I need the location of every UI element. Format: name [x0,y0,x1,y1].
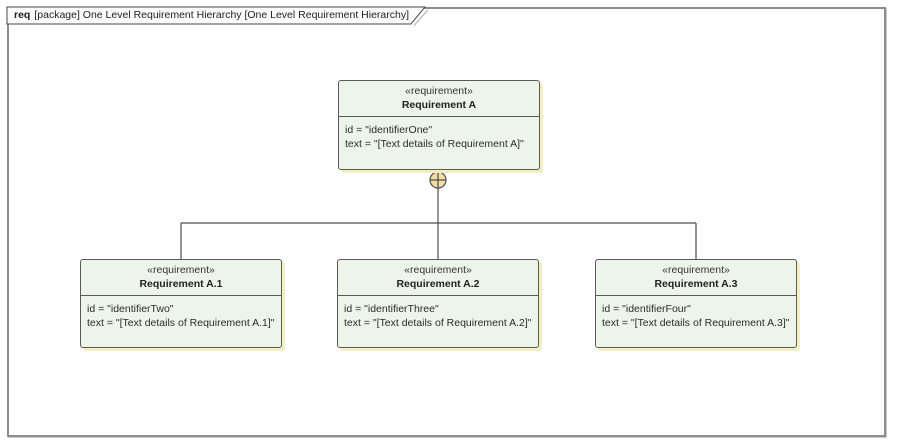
stereotype-label: «requirement» [405,85,473,97]
tab-shadow-line [413,9,429,26]
requirement-a3-node[interactable]: «requirement» Requirement A.3 id = "iden… [595,259,797,348]
node-body: id = "identifierOne" text = "[Text detai… [339,117,539,151]
text-tag: text = "[Text details of Requirement A.1… [87,317,275,329]
node-body: id = "identifierFour" text = "[Text deta… [596,296,796,330]
id-tag: id = "identifierFour" [602,303,691,315]
node-header: «requirement» Requirement A [339,81,539,117]
id-tag: id = "identifierTwo" [87,303,174,315]
text-tag: text = "[Text details of Requirement A.3… [602,317,790,329]
tab-keyword: req [14,9,31,21]
id-tag: id = "identifierThree" [344,303,439,315]
frame-tab-label: req[package] One Level Requirement Hiera… [14,9,409,22]
node-name: Requirement A.1 [139,278,223,290]
text-tag: text = "[Text details of Requirement A.2… [344,317,532,329]
node-header: «requirement» Requirement A.3 [596,260,796,296]
containment-connector[interactable] [180,170,697,259]
diagram-frame [7,7,886,437]
node-name: Requirement A [401,99,477,111]
node-header: «requirement» Requirement A.2 [338,260,538,296]
requirement-a-node[interactable]: «requirement» Requirement A id = "identi… [338,80,540,170]
tab-title: [package] One Level Requirement Hierarch… [34,9,410,21]
node-name: Requirement A.2 [396,278,480,290]
stereotype-label: «requirement» [147,264,215,276]
node-body: id = "identifierTwo" text = "[Text detai… [81,296,281,330]
stereotype-label: «requirement» [404,264,472,276]
stereotype-label: «requirement» [662,264,730,276]
node-body: id = "identifierThree" text = "[Text det… [338,296,538,330]
requirement-a1-node[interactable]: «requirement» Requirement A.1 id = "iden… [80,259,282,348]
node-header: «requirement» Requirement A.1 [81,260,281,296]
node-name: Requirement A.3 [654,278,738,290]
id-tag: id = "identifierOne" [345,124,433,136]
frame-tab [6,6,427,25]
requirement-a2-node[interactable]: «requirement» Requirement A.2 id = "iden… [337,259,539,348]
text-tag: text = "[Text details of Requirement A]" [345,138,524,150]
